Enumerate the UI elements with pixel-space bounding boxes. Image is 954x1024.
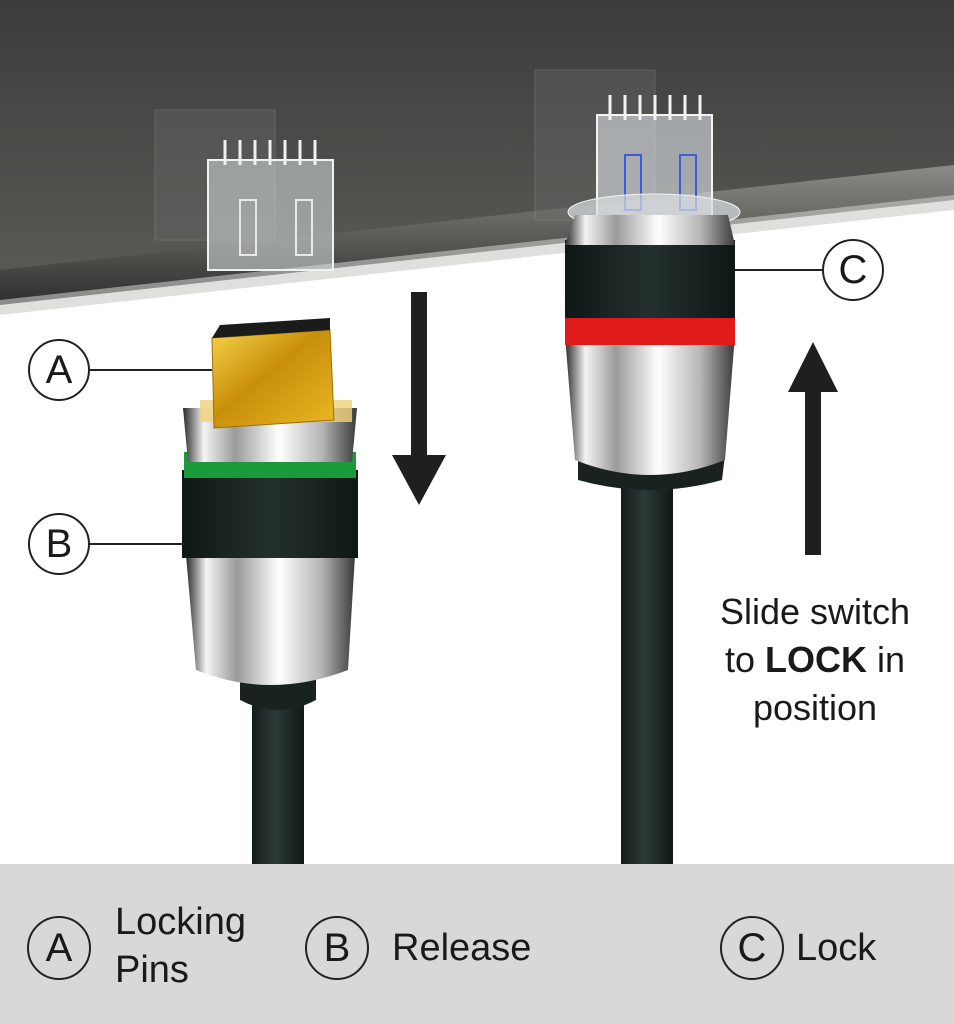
- legend-a-label-line-2: Pins: [115, 949, 189, 991]
- callout-c: C: [822, 239, 884, 301]
- legend-a-letter: A: [45, 925, 73, 970]
- instruction-line-1: Slide switch: [719, 591, 911, 632]
- callout-b-letter: B: [45, 521, 73, 566]
- legend-b-letter: B: [323, 925, 351, 970]
- instruction-line-2-post: in: [867, 639, 906, 680]
- legend-a-label-line-1: Locking: [115, 901, 246, 943]
- instruction-line-2-pre: to: [724, 639, 765, 680]
- legend-c-circle: C: [720, 916, 784, 980]
- callout-c-letter: C: [838, 247, 868, 292]
- lock-arrow-up: [788, 342, 838, 555]
- legend-b-circle: B: [305, 916, 369, 980]
- callout-a: A: [28, 339, 90, 401]
- instruction-lock-word: LOCK: [765, 639, 867, 680]
- legend-a-label: Locking Pins: [115, 898, 246, 994]
- instruction-line-2: to LOCK in: [690, 636, 940, 684]
- legend-c-letter: C: [737, 925, 767, 970]
- legend-b-label: Release: [392, 927, 532, 969]
- insert-arrow-down: [392, 292, 446, 505]
- callout-b: B: [28, 513, 90, 575]
- lock-instruction: Slide switch to LOCK in position: [690, 588, 940, 732]
- right-plug: [565, 215, 735, 870]
- legend-a-circle: A: [27, 916, 91, 980]
- device-panel: [0, 0, 954, 315]
- left-port: [207, 140, 334, 271]
- instruction-line-3: position: [752, 687, 878, 728]
- callout-a-letter: A: [45, 347, 73, 392]
- left-plug: [182, 318, 358, 870]
- legend-c-label: Lock: [796, 927, 877, 969]
- legend-bar: A Locking Pins B Release C Lock: [0, 864, 954, 1024]
